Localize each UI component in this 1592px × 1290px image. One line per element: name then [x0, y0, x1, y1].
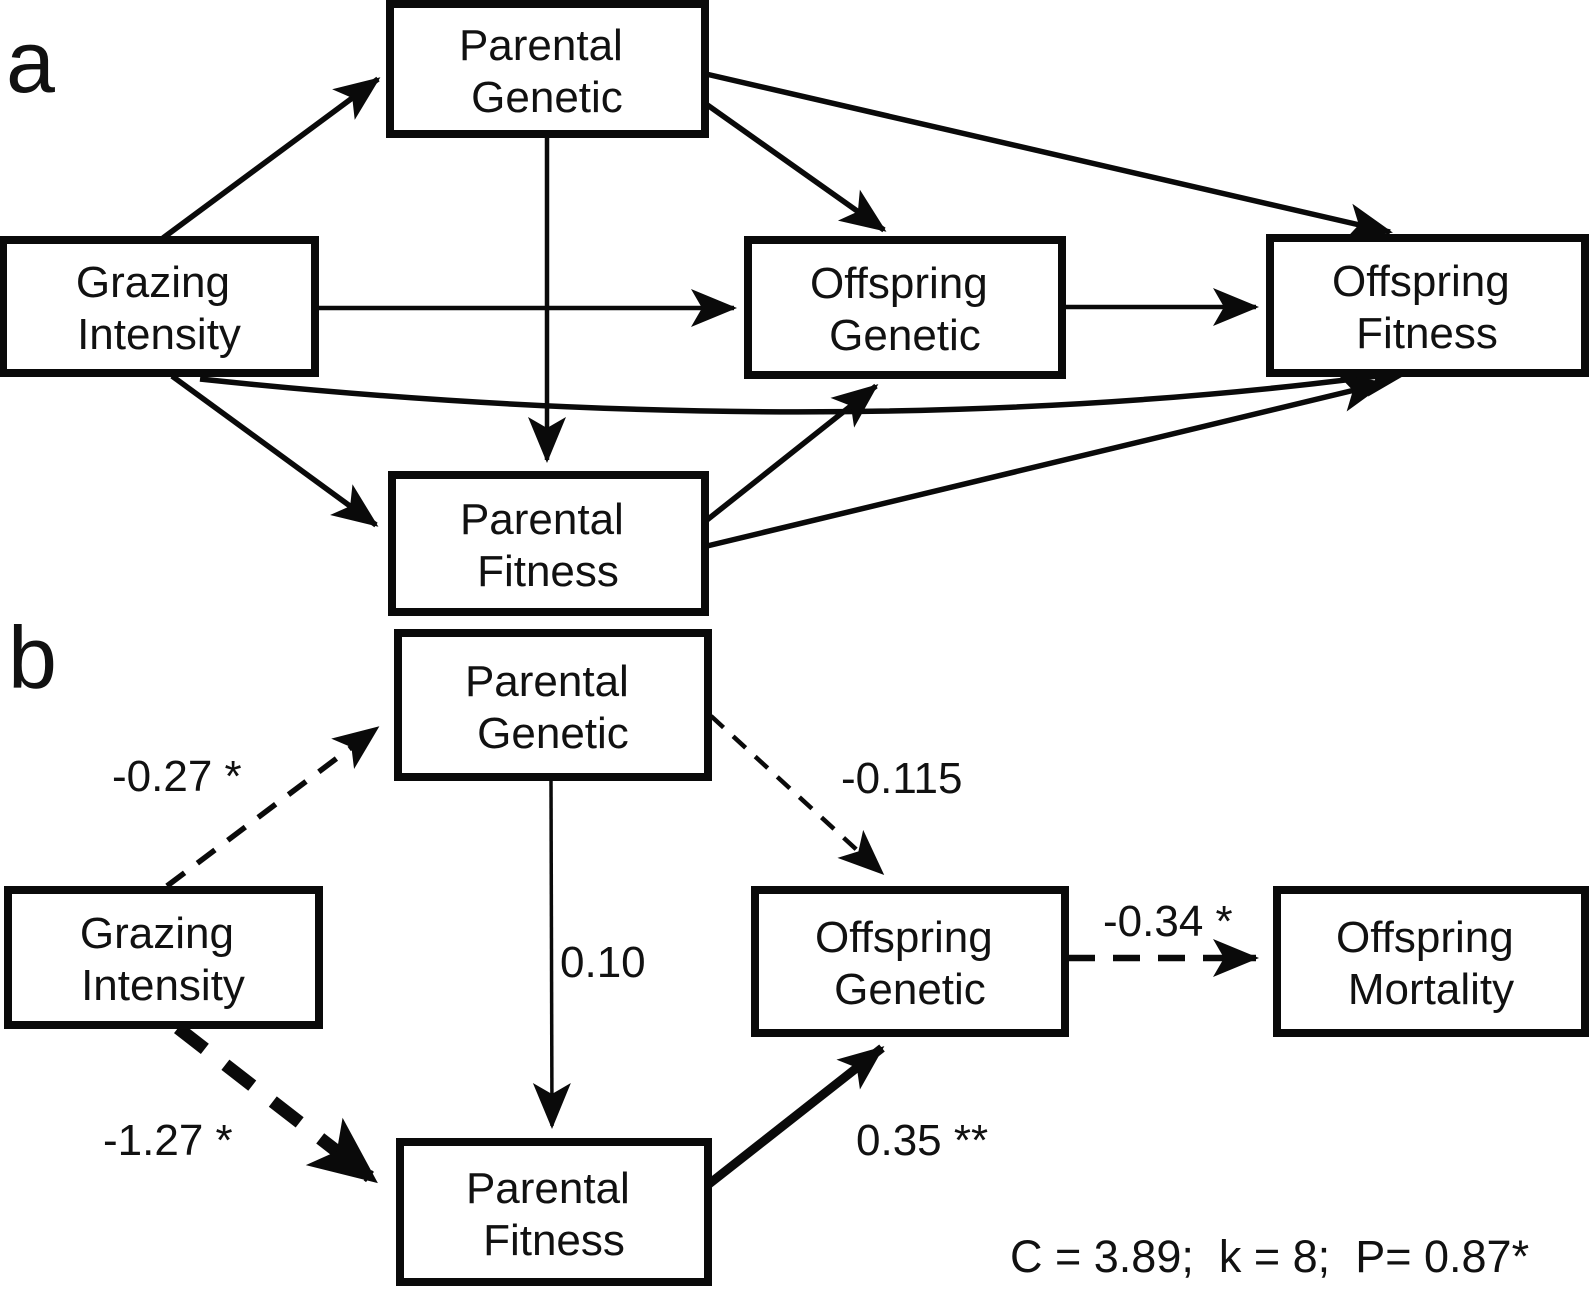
node-b-offspring-mortality-box — [1273, 886, 1589, 1037]
node-b-offspring-genetic: Offspring Genetic — [751, 886, 1069, 1037]
fit-statistics: C = 3.89; k = 8; P= 0.87* — [1010, 1231, 1529, 1282]
edge-a-parental-fitness-to-offspring-fitness — [706, 374, 1387, 549]
coefficient-parental-fitness-to-offspring-genetic: 0.35 ** — [856, 1116, 988, 1165]
node-a-parental-fitness: Parental Fitness — [388, 471, 709, 616]
node-b-offspring-mortality: Offspring Mortality — [1273, 886, 1589, 1037]
node-b-parental-fitness-label: Parental Fitness — [466, 1164, 642, 1265]
node-a-parental-genetic-label: Parental Genetic — [459, 21, 635, 122]
panel-b-letter: b — [8, 608, 57, 707]
node-a-grazing-intensity-label: Grazing Intensity — [76, 258, 242, 359]
coefficient-parental-genetic-to-parental-fitness: 0.10 — [560, 938, 646, 987]
node-a-parental-genetic-box — [386, 0, 709, 138]
node-b-parental-genetic: Parental Genetic — [394, 629, 712, 781]
node-b-parental-fitness: Parental Fitness — [396, 1138, 712, 1286]
node-a-offspring-fitness-label: Offspring Fitness — [1332, 257, 1522, 358]
edge-a-parental-genetic-to-offspring-fitness — [705, 71, 1393, 241]
node-a-grazing-intensity-box — [0, 236, 319, 377]
node-b-offspring-mortality-label: Offspring Mortality — [1336, 913, 1526, 1014]
node-a-offspring-fitness: Offspring Fitness — [1266, 234, 1589, 377]
node-a-offspring-genetic-box — [744, 236, 1066, 379]
node-b-grazing-intensity-label: Grazing Intensity — [80, 909, 246, 1010]
node-b-offspring-genetic-label: Offspring Genetic — [815, 913, 1005, 1014]
edge-b-grazing-to-parental-fitness — [174, 1022, 378, 1184]
node-a-grazing-intensity: Grazing Intensity — [0, 236, 319, 377]
edge-a-grazing-to-parental-genetic — [161, 76, 381, 241]
edge-a-grazing-to-parental-fitness — [170, 373, 379, 528]
edge-a-grazing-to-offspring-fitness-curved — [199, 358, 1411, 415]
node-b-grazing-intensity: Grazing Intensity — [4, 886, 323, 1029]
node-b-grazing-intensity-box — [4, 886, 323, 1029]
node-a-parental-fitness-label: Parental Fitness — [460, 495, 636, 596]
node-a-parental-genetic: Parental Genetic — [386, 0, 709, 138]
node-a-offspring-genetic-label: Offspring Genetic — [810, 259, 1000, 360]
coefficient-offspring-genetic-to-offspring-mortality: -0.34 * — [1103, 897, 1233, 946]
edge-b-grazing-to-parental-genetic — [165, 725, 380, 889]
coefficient-parental-genetic-to-offspring-genetic: -0.115 — [841, 754, 963, 803]
node-b-offspring-genetic-box — [751, 886, 1069, 1037]
edge-a-parental-fitness-to-offspring-genetic — [705, 383, 879, 523]
node-b-parental-genetic-box — [394, 629, 712, 781]
edge-b-parental-fitness-to-offspring-genetic — [706, 1044, 885, 1188]
node-a-offspring-fitness-box — [1266, 234, 1589, 377]
node-a-offspring-genetic: Offspring Genetic — [744, 236, 1066, 379]
node-b-parental-fitness-box — [396, 1138, 712, 1286]
edge-b-parental-genetic-to-offspring-genetic — [709, 714, 885, 876]
panel-a-letter: a — [6, 12, 55, 111]
node-b-parental-genetic-label: Parental Genetic — [465, 657, 641, 758]
edge-a-parental-genetic-to-offspring-genetic — [704, 101, 887, 233]
edge-b-parental-genetic-to-parental-fitness — [532, 780, 571, 1129]
node-a-parental-fitness-box — [388, 471, 709, 616]
coefficient-grazing-to-parental-genetic: -0.27 * — [112, 752, 242, 801]
coefficient-grazing-to-parental-fitness: -1.27 * — [103, 1116, 233, 1165]
